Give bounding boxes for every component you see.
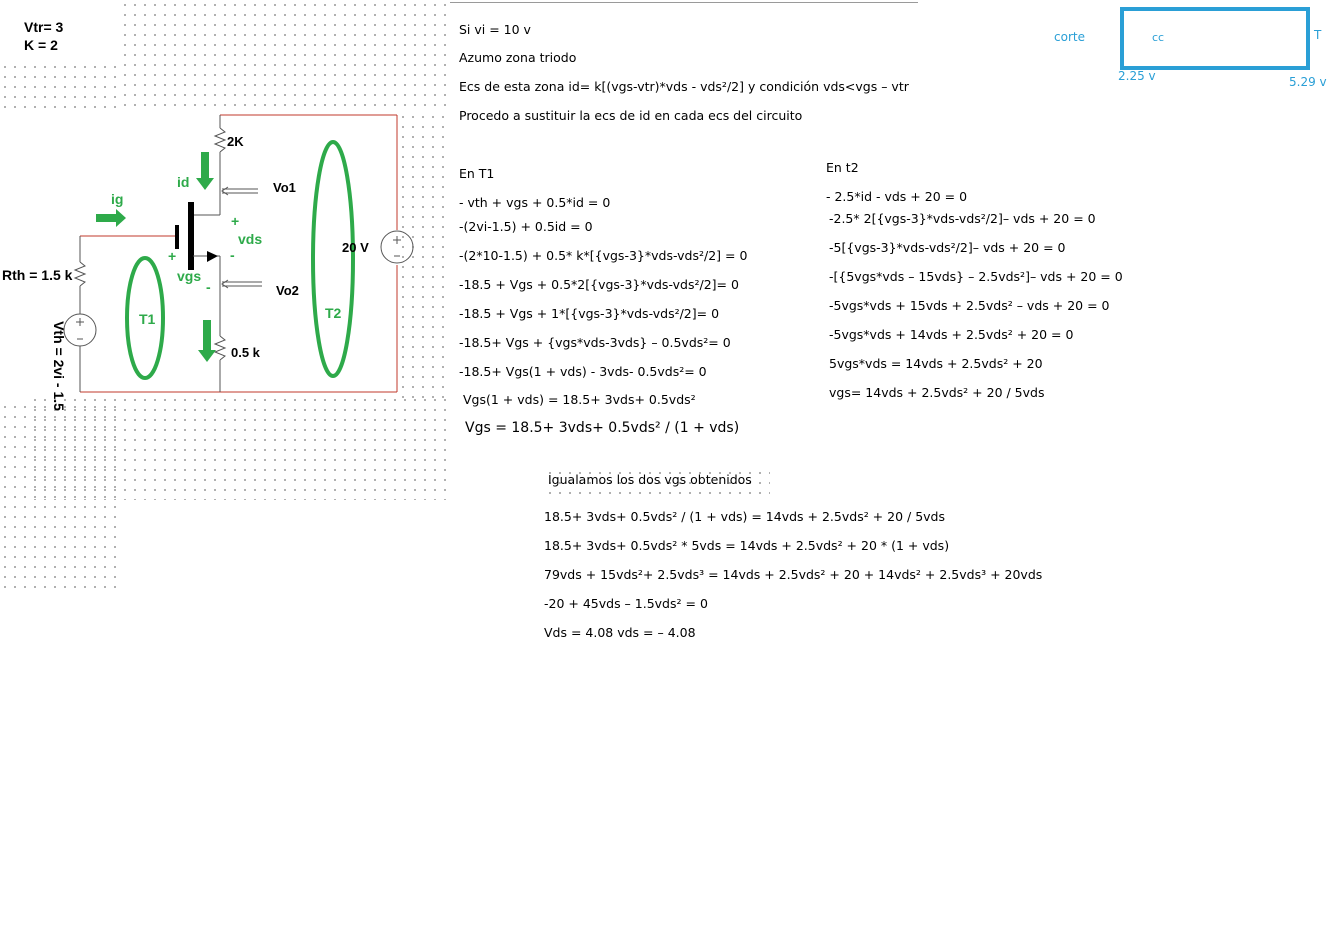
intro-line-2: Azumo zona triodo [459,50,577,65]
arrow-id-bottom-icon [198,320,216,362]
equal-line: -20 + 45vds – 1.5vds² = 0 [544,596,708,611]
param-vtr: Vtr= 3 [24,19,64,35]
t2-line: -2.5* 2[{vgs-3}*vds-vds²/2]– vds + 20 = … [829,211,1096,226]
label-vds-minus: - [230,247,235,263]
label-ig: ig [111,191,124,207]
equal-title: Igualamos los dos vgs obtenidos [548,472,752,487]
label-vgs-plus: + [168,248,177,264]
circuit-diagram [0,112,414,398]
t1-line: Vgs(1 + vds) = 18.5+ 3vds+ 0.5vds² [463,392,696,407]
grid-dots-right [398,112,450,402]
t1-line: -18.5+ Vgs(1 + vds) - 3vds- 0.5vds²= 0 [459,364,707,379]
t1-line: -18.5 + Vgs + 1*[{vgs-3}*vds-vds²/2]= 0 [459,306,720,321]
t2-line: -5vgs*vds + 14vds + 2.5vds² + 20 = 0 [829,327,1074,342]
intro-line-1: Si vi = 10 v [459,22,531,37]
label-r-2k: 2K [227,134,244,149]
top-separator [450,2,918,3]
t1-line: - vth + vgs + 0.5*id = 0 [459,195,611,210]
current-arrows [96,152,216,362]
t2-line: 5vgs*vds = 14vds + 2.5vds² + 20 [829,356,1043,371]
label-vds-plus: + [231,213,240,229]
label-loop-t2: T2 [325,305,342,321]
wires [80,114,398,393]
grid-dots-top [120,0,450,112]
label-rth: Rth = 1.5 k [2,267,73,283]
zone-box [1120,7,1310,70]
resistor-05k [213,335,227,392]
grid-dots-formula [545,468,770,494]
t2-line: - 2.5*id - vds + 20 = 0 [826,189,968,204]
t2-title: En t2 [826,160,859,175]
output-terminals [221,186,262,289]
label-r-05k: 0.5 k [231,345,260,360]
arrow-id-top-icon [196,152,214,190]
zone-t: T [1314,28,1322,42]
zone-cc: cc [1152,31,1165,44]
equal-line: 18.5+ 3vds+ 0.5vds² * 5vds = 14vds + 2.5… [544,538,950,553]
loop-ellipses [125,140,355,380]
equal-line: 18.5+ 3vds+ 0.5vds² / (1 + vds) = 14vds … [544,509,945,524]
grid-dots-center [30,395,450,500]
label-vo2: Vo2 [276,283,299,298]
label-id: id [177,174,190,190]
label-vgs-minus: - [206,279,211,295]
t2-line: -5vgs*vds + 15vds + 2.5vds² – vds + 20 =… [829,298,1110,313]
t1-title: En T1 [459,166,495,181]
t2-line: -5[{vgs-3}*vds-vds²/2]– vds + 20 = 0 [829,240,1066,255]
label-vgs: vgs [177,268,202,284]
loop-t1-ellipse [125,256,165,380]
t1-final: Vgs = 18.5+ 3vds+ 0.5vds² / (1 + vds) [465,420,740,436]
zone-corte: corte [1054,30,1085,44]
t1-line: -(2*10-1.5) + 0.5* k*[{vgs-3}*vds-vds²/2… [459,248,748,263]
label-vth: Vth = 2vi - 1.5 [50,321,67,411]
t2-line: -[{5vgs*vds – 15vds} – 2.5vds²]– vds + 2… [829,269,1123,284]
resistor-rth [63,236,97,392]
zone-v2: 5.29 v [1289,75,1327,89]
label-supply: 20 V [342,240,369,255]
equal-line: Vds = 4.08 vds = – 4.08 [544,625,696,640]
label-vds: vds [238,231,263,247]
t2-line: vgs= 14vds + 2.5vds² + 20 / 5vds [829,385,1045,400]
param-k: K = 2 [24,37,58,53]
loop-t2-ellipse [311,140,355,378]
t1-line: -18.5 + Vgs + 0.5*2[{vgs-3}*vds-vds²/2]=… [459,277,739,292]
intro-line-3: Ecs de esta zona id= k[(vgs-vtr)*vds - v… [459,79,909,94]
supply-source [380,230,414,264]
label-loop-t1: T1 [139,311,156,327]
resistor-2k [193,115,227,216]
arrow-ig-icon [96,209,126,227]
label-vo1: Vo1 [273,180,296,195]
equal-line: 79vds + 15vds²+ 2.5vds³ = 14vds + 2.5vds… [544,567,1043,582]
t1-line: -18.5+ Vgs + {vgs*vds-3vds} – 0.5vds²= 0 [459,335,731,350]
t1-line: -(2vi-1.5) + 0.5id = 0 [459,219,593,234]
intro-line-4: Procedo a sustituir la ecs de id en cada… [459,108,803,123]
zone-v1: 2.25 v [1118,69,1156,83]
mosfet [175,202,221,336]
